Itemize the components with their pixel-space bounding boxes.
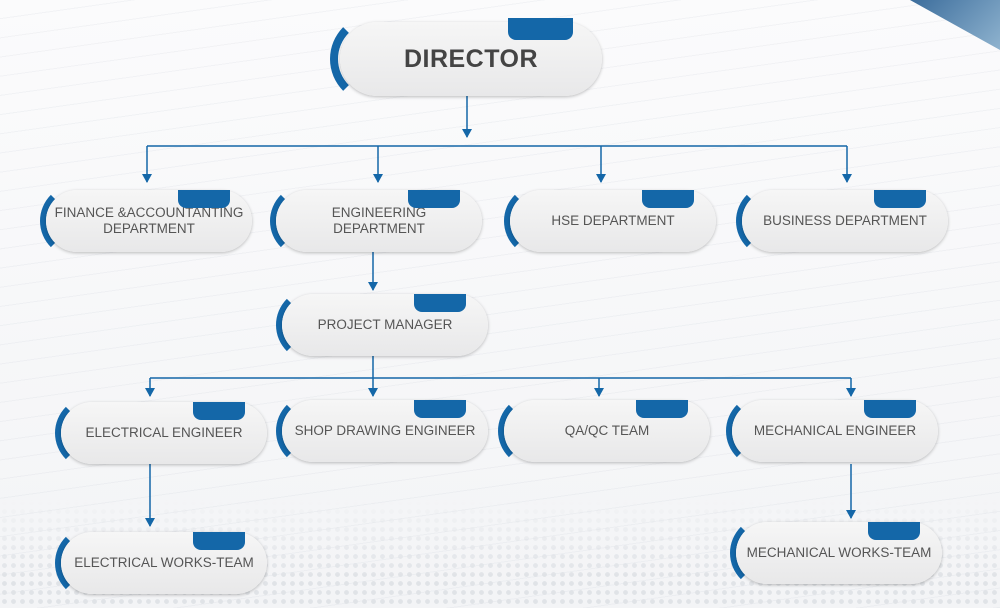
arc-decoration (726, 394, 800, 468)
arc-decoration (276, 288, 350, 362)
node-qa-qc-team: QA/QC TEAM (498, 394, 710, 468)
tab-decoration (508, 18, 573, 40)
tab-decoration (408, 190, 460, 208)
node-mechanical-works-team: MECHANICAL WORKS-TEAM (730, 516, 942, 590)
node-label: MECHANICAL ENGINEER (732, 400, 938, 462)
arc-decoration (504, 184, 578, 258)
tab-decoration (193, 532, 245, 550)
arc-decoration (498, 394, 572, 468)
tab-decoration (642, 190, 694, 208)
arc-decoration (276, 394, 350, 468)
node-project-manager: PROJECT MANAGER (276, 288, 488, 362)
node-finance-department: FINANCE &ACCOUNTANTING DEPARTMENT (40, 184, 252, 258)
arc-decoration (330, 14, 420, 104)
node-business-department: BUSINESS DEPARTMENT (736, 184, 948, 258)
arc-decoration (40, 184, 114, 258)
arc-decoration (736, 184, 810, 258)
node-electrical-engineer: ELECTRICAL ENGINEER (55, 396, 267, 470)
tab-decoration (636, 400, 688, 418)
tab-decoration (414, 400, 466, 418)
tab-decoration (874, 190, 926, 208)
arc-decoration (270, 184, 344, 258)
node-electrical-works-team: ELECTRICAL WORKS-TEAM (55, 526, 267, 600)
arc-decoration (55, 526, 129, 600)
tab-decoration (193, 402, 245, 420)
node-hse-department: HSE DEPARTMENT (504, 184, 716, 258)
node-shop-drawing-engineer: SHOP DRAWING ENGINEER (276, 394, 488, 468)
node-director: DIRECTOR (330, 14, 602, 104)
tab-decoration (178, 190, 230, 208)
node-engineering-department: ENGINEERING DEPARTMENT (270, 184, 482, 258)
tab-decoration (864, 400, 916, 418)
arc-decoration (730, 516, 804, 590)
tab-decoration (414, 294, 466, 312)
node-mechanical-engineer: MECHANICAL ENGINEER (726, 394, 938, 468)
arc-decoration (55, 396, 129, 470)
tab-decoration (868, 522, 920, 540)
